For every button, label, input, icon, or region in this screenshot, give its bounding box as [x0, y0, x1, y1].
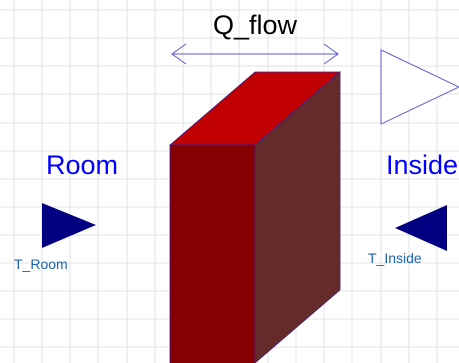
- flow-arrow-left-head: [171, 43, 187, 65]
- heat-flow-arrow: [171, 43, 339, 65]
- inside-port-sublabel: T_Inside: [368, 250, 422, 266]
- inside-port-icon[interactable]: [395, 205, 447, 251]
- flow-arrow-right-head: [323, 43, 339, 65]
- room-port-icon[interactable]: [42, 203, 96, 248]
- room-port-label: Room: [46, 150, 118, 180]
- flow-title: Q_flow: [213, 10, 298, 40]
- inside-port-label: Inside: [386, 150, 458, 180]
- room-port-sublabel: T_Room: [14, 256, 68, 272]
- wall-block: [168, 71, 342, 363]
- heat-port-outline-icon[interactable]: [380, 49, 459, 125]
- wall-front-face: [169, 144, 256, 363]
